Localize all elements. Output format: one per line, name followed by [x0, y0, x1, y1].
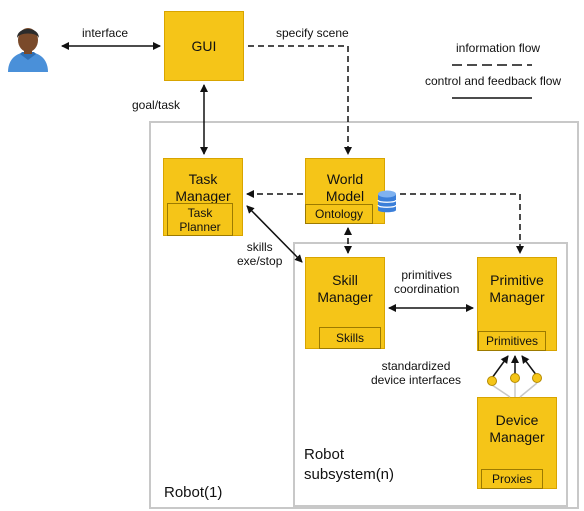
task-planner-label: Task Planner	[179, 206, 221, 234]
ontology-node: Ontology	[305, 204, 373, 224]
legend-information-flow: information flow	[456, 41, 541, 55]
robot-container	[149, 121, 579, 509]
specify-scene-edge	[248, 45, 352, 155]
primitives-label: Primitives	[485, 334, 538, 348]
robot-subsystem-container	[293, 242, 568, 507]
proxies-label: Proxies	[491, 472, 532, 486]
skill-manager-label: Skill Manager	[317, 272, 373, 305]
task-planner-node: Task Planner	[167, 203, 233, 236]
gui-label: GUI	[191, 38, 217, 54]
primitive-manager-label: Primitive Manager	[489, 272, 545, 305]
goal-task-label: goal/task	[132, 98, 181, 112]
legend-control-flow: control and feedback flow	[425, 74, 562, 88]
interface-label: interface	[82, 26, 129, 40]
ontology-label: Ontology	[314, 207, 364, 221]
robot-container-label: Robot(1)	[164, 484, 223, 501]
skills-exe-stop-label: skills exe/stop	[237, 240, 283, 268]
device-interface-node	[487, 376, 497, 386]
device-manager-label: Device Manager	[489, 412, 545, 445]
proxies-node: Proxies	[481, 469, 543, 489]
primitives-coordination-label: primitives coordination	[394, 268, 460, 296]
primitives-node: Primitives	[478, 331, 546, 351]
skills-node: Skills	[319, 327, 381, 349]
robot-subsystem-label: Robot subsystem(n)	[304, 446, 395, 483]
specify-scene-label: specify scene	[276, 26, 349, 40]
skills-label: Skills	[335, 331, 364, 345]
gui-node: GUI	[164, 11, 244, 81]
task-manager-label: Task Manager	[175, 171, 231, 204]
skills-exe-stop-edge	[246, 205, 303, 263]
device-interface-node	[532, 373, 542, 383]
device-interface-node	[510, 373, 520, 383]
world-to-primitive-edge	[400, 193, 524, 254]
world-model-label: World Model	[325, 171, 365, 204]
database-icon	[377, 190, 397, 213]
user-avatar-icon	[8, 28, 48, 72]
standardized-device-interfaces-label: standardized device interfaces	[371, 359, 462, 387]
